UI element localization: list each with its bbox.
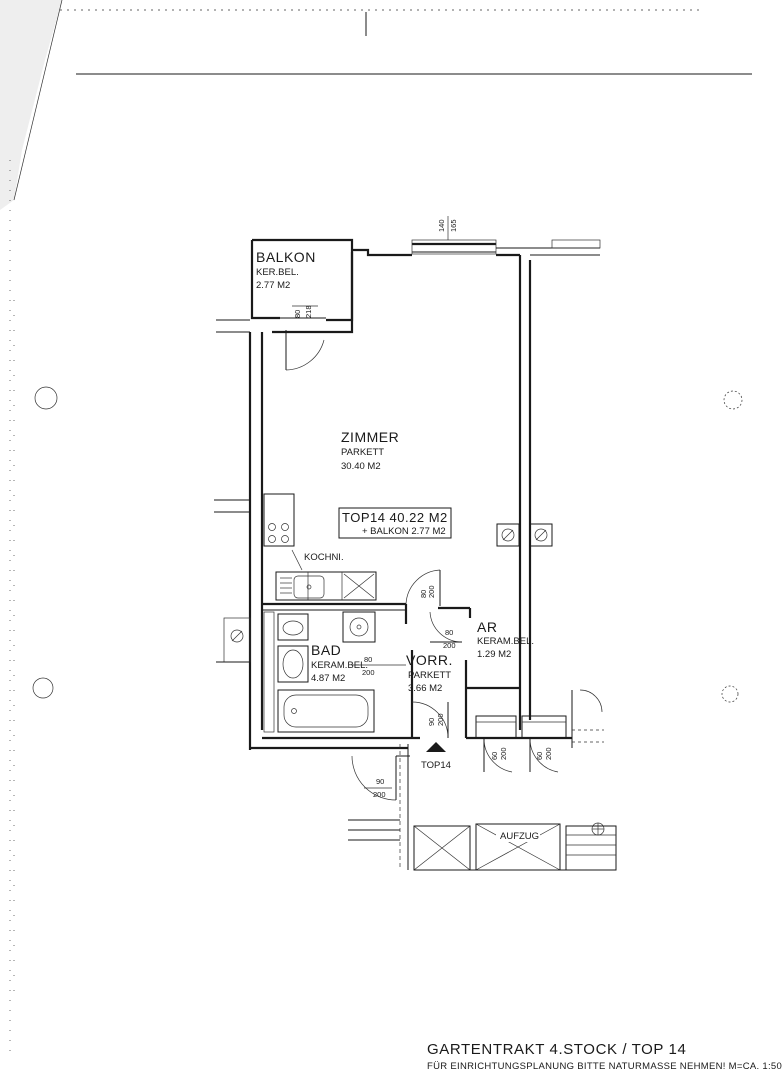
unit-title: TOP14 40.22 M2 (342, 510, 448, 525)
bad-floor: KERAM.BEL. (311, 660, 368, 671)
ar-floor: KERAM.BEL. (477, 636, 534, 647)
shaft2-dim-h: 200 (544, 747, 553, 760)
shaft-doors: 60 200 60 200 (475, 689, 604, 773)
shaft2-dim-w: 60 (535, 752, 544, 760)
top-window-dim-b: 165 (449, 219, 458, 232)
zimmer-name: ZIMMER (341, 429, 399, 445)
stair-door-dim-h: 200 (373, 790, 386, 799)
bad-door-dim-w: 80 (364, 655, 372, 664)
balkon-floor: KER.BEL. (256, 267, 299, 278)
kochni-door: 80 200 (405, 569, 441, 606)
stair-door-dim-w: 90 (376, 777, 384, 786)
entry-arrow-icon (426, 742, 446, 752)
installation-shafts (496, 523, 553, 547)
entry-dim-h: 200 (436, 713, 445, 726)
shaft1-dim-w: 60 (490, 752, 499, 760)
interior-walls (262, 602, 520, 738)
kochni-name: KOCHNI. (304, 552, 344, 563)
top-window-dims: 140 165 (437, 216, 458, 240)
entry-dim-w: 90 (427, 718, 436, 726)
vorr-room: VORR. PARKETT 3.66 M2 90 200 TOP14 (406, 652, 453, 771)
aufzug-name: AUFZUG (500, 831, 539, 842)
ar-name: AR (477, 619, 497, 635)
ar-door-dim-h: 200 (443, 641, 456, 650)
footer-note: FÜR EINRICHTUNGSPLANUNG BITTE NATURMASSE… (427, 1061, 782, 1072)
shaft1-dim-h: 200 (499, 747, 508, 760)
left-margin-marks (9, 160, 15, 1060)
balkon-area: 2.77 M2 (256, 280, 290, 291)
kochni-door-dim-w: 80 (419, 590, 428, 598)
unit-total-box: TOP14 40.22 M2 + BALKON 2.77 M2 (338, 507, 452, 539)
vorr-floor: PARKETT (408, 670, 451, 681)
balkon-door (285, 330, 325, 371)
entry-label: TOP14 (421, 760, 451, 771)
floor-plan-drawing: BALKON KER.BEL. 2.77 M2 80 218 (0, 0, 752, 1060)
scan-edge (0, 0, 752, 703)
unit-balkon: + BALKON 2.77 M2 (362, 526, 446, 537)
bad-room: BAD KERAM.BEL. 4.87 M2 80 200 (263, 611, 406, 733)
balkon-room: BALKON KER.BEL. 2.77 M2 80 218 (250, 238, 354, 322)
aufzug-area: AUFZUG (413, 822, 617, 871)
ar-area: 1.29 M2 (477, 649, 511, 660)
bad-door-dim-h: 200 (362, 668, 375, 677)
stairwell: 90 200 (348, 744, 410, 870)
kochni-door-dim-h: 200 (427, 585, 436, 598)
vorr-area: 3.66 M2 (408, 683, 442, 694)
unit-walls (214, 239, 601, 750)
footer-title: GARTENTRAKT 4.STOCK / TOP 14 (427, 1041, 687, 1058)
bad-name: BAD (311, 642, 341, 658)
zimmer-room: ZIMMER PARKETT 30.40 M2 (341, 429, 399, 472)
balkon-door-dim-b: 218 (304, 305, 313, 318)
kochni-kitchen: KOCHNI. (263, 493, 377, 601)
ar-door-dim-w: 80 (445, 628, 453, 637)
vorr-name: VORR. (406, 652, 453, 668)
balkon-name: BALKON (256, 249, 316, 265)
zimmer-floor: PARKETT (341, 447, 384, 458)
ar-room: 80 200 AR KERAM.BEL. 1.29 M2 (429, 611, 534, 660)
top-window-dim-a: 140 (437, 219, 446, 232)
balkon-door-dim-a: 80 (293, 310, 302, 318)
zimmer-area: 30.40 M2 (341, 461, 381, 472)
bad-area: 4.87 M2 (311, 673, 345, 684)
